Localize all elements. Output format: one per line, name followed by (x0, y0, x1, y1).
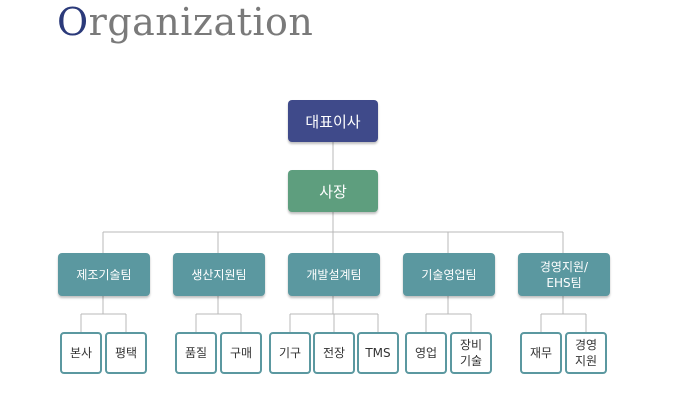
department-box: 경영지원/ EHS팀 (518, 253, 610, 296)
team-box: 구매 (220, 332, 262, 374)
team-box: 재무 (520, 332, 562, 374)
team-label: 장비 기술 (459, 338, 483, 368)
team-box: TMS (357, 332, 399, 374)
team-box: 기구 (269, 332, 311, 374)
team-box: 경영 지원 (565, 332, 607, 374)
team-box: 평택 (105, 332, 147, 374)
page-title: Organization (57, 0, 313, 44)
department-box: 개발설계팀 (288, 253, 380, 296)
team-label: 전장 (322, 346, 346, 360)
ceo-label: 대표이사 (305, 112, 361, 131)
team-label: TMS (365, 346, 391, 360)
team-label: 경영 지원 (574, 338, 598, 368)
team-label: 품질 (184, 346, 208, 360)
department-box: 제조기술팀 (58, 253, 150, 296)
president-box: 사장 (288, 170, 378, 212)
department-label: 경영지원/ EHS팀 (539, 259, 589, 290)
team-box: 장비 기술 (450, 332, 492, 374)
team-label: 재무 (529, 346, 553, 360)
president-label: 사장 (319, 182, 347, 201)
team-label: 영업 (414, 346, 438, 360)
department-box: 기술영업팀 (403, 253, 495, 296)
page-title-rest: rganization (88, 0, 314, 44)
team-box: 본사 (60, 332, 102, 374)
department-box: 생산지원팀 (173, 253, 265, 296)
team-label: 기구 (278, 346, 302, 360)
department-label: 개발설계팀 (306, 267, 362, 282)
team-label: 구매 (229, 346, 253, 360)
team-box: 영업 (405, 332, 447, 374)
team-label: 본사 (69, 346, 93, 360)
team-box: 품질 (175, 332, 217, 374)
department-label: 기술영업팀 (421, 267, 477, 282)
team-label: 평택 (114, 346, 138, 360)
department-label: 생산지원팀 (191, 267, 247, 282)
team-box: 전장 (313, 332, 355, 374)
department-label: 제조기술팀 (76, 267, 132, 282)
ceo-box: 대표이사 (288, 100, 378, 142)
page-title-initial: O (57, 0, 89, 44)
